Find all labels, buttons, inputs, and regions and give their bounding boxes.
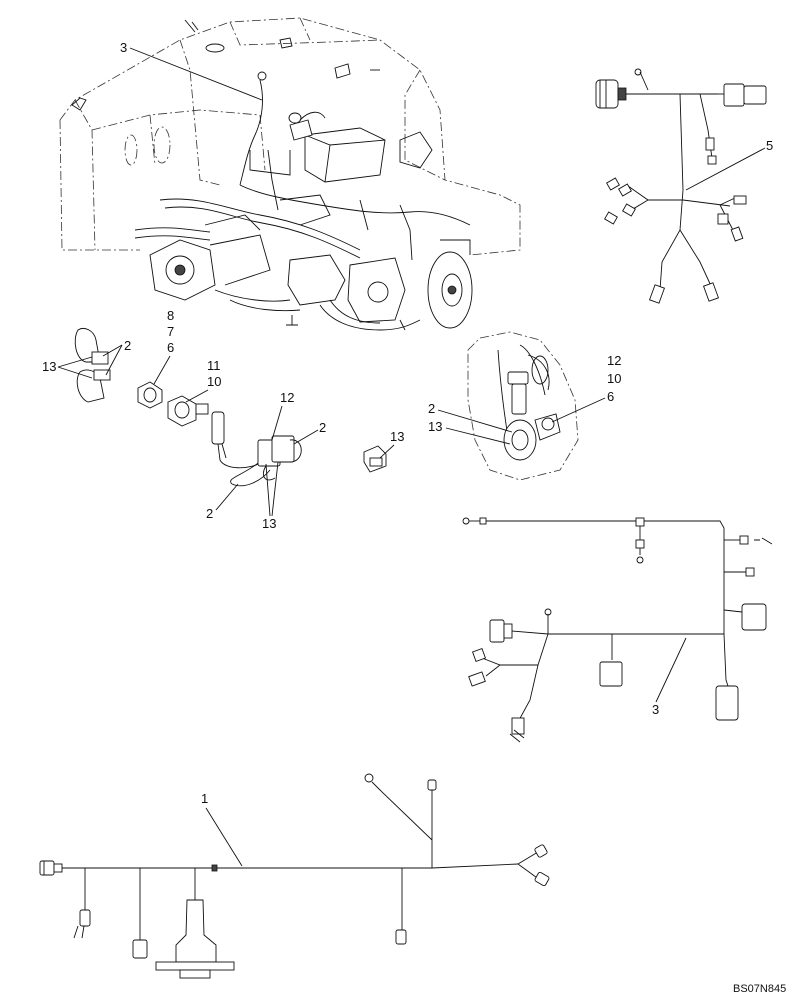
leader-6-detail — [551, 397, 606, 423]
leader-2-clamp-a — [102, 344, 123, 357]
fitting-connector — [167, 395, 209, 427]
callout-6-left: 6 — [167, 340, 174, 355]
callout-7: 7 — [167, 324, 174, 339]
callout-2-mid-right: 2 — [319, 420, 326, 435]
callout-2-mid-left: 2 — [206, 506, 213, 521]
leader-13-detail — [445, 427, 511, 445]
leader-3-harness — [655, 637, 687, 703]
callout-13-mid: 13 — [262, 516, 276, 531]
callout-13-detail: 13 — [428, 419, 442, 434]
leader-5 — [685, 147, 766, 191]
harness-1 — [39, 773, 550, 979]
leader-13-clamp-a — [57, 356, 93, 368]
callout-10-detail: 10 — [607, 371, 621, 386]
cable-clip — [363, 445, 387, 473]
harness-3 — [462, 517, 773, 743]
callout-2-clamp: 2 — [124, 338, 131, 353]
detail-view — [467, 331, 579, 481]
leader-13-clamp-b — [57, 366, 93, 379]
cable-clamp-pair — [74, 328, 111, 403]
machine-frame-illustration — [59, 17, 521, 331]
leader-10-left — [185, 389, 209, 403]
leader-2-clamp-b — [105, 344, 123, 376]
callout-13-clamp: 13 — [42, 359, 56, 374]
figure-code: BS07N845 — [733, 983, 786, 995]
fitting-plug — [137, 381, 163, 409]
callout-1: 1 — [201, 791, 208, 806]
leader-1 — [205, 807, 243, 867]
leader-13-small — [379, 444, 395, 459]
leader-13-mid-a — [265, 463, 271, 517]
leader-13-mid-b — [271, 461, 279, 517]
leader-6-left — [153, 355, 171, 385]
callout-3-machine: 3 — [120, 40, 127, 55]
leader-3-machine — [129, 47, 263, 101]
callout-6-detail: 6 — [607, 389, 614, 404]
leader-2-mid-right — [293, 429, 319, 445]
relay-harness — [211, 411, 302, 487]
callout-5: 5 — [766, 138, 773, 153]
leader-2-detail — [437, 409, 513, 433]
callout-12-detail: 12 — [607, 353, 621, 368]
callout-13-small: 13 — [390, 429, 404, 444]
callout-8: 8 — [167, 308, 174, 323]
leader-12-mid — [271, 405, 283, 441]
callout-10-left: 10 — [207, 374, 221, 389]
leader-2-mid-left — [215, 483, 239, 511]
callout-11: 11 — [207, 358, 221, 373]
callout-2-detail: 2 — [428, 401, 435, 416]
harness-5 — [595, 68, 767, 304]
callout-12-mid: 12 — [280, 390, 294, 405]
callout-3-harness: 3 — [652, 702, 659, 717]
